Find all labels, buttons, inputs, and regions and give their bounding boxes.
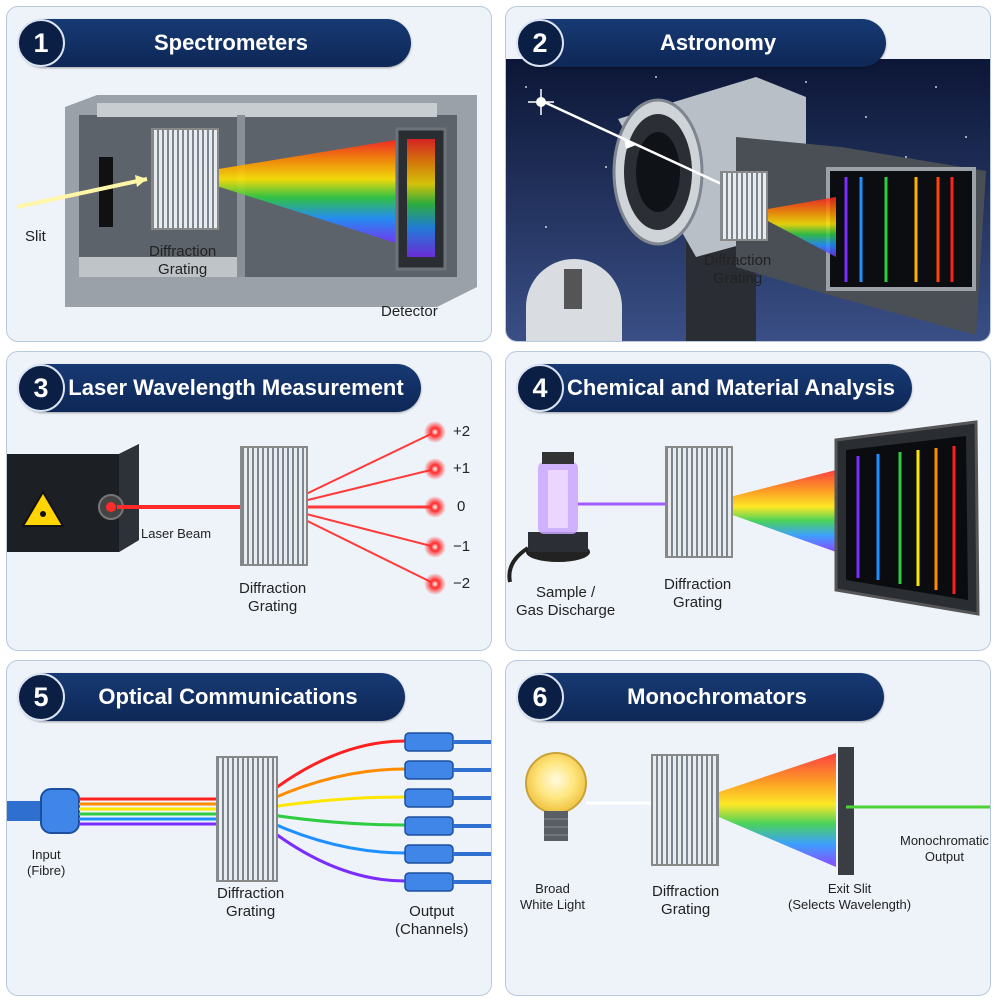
dispersed-spectrum (182, 139, 402, 245)
panel-optical-communications: 5 Optical Communications Input (Fibre) D… (6, 660, 492, 996)
telescope-illustration (506, 59, 990, 341)
diffraction-grating (151, 128, 219, 230)
spectrograph-display (826, 167, 976, 291)
diffraction-grating (240, 446, 308, 566)
slit-label: Slit (25, 228, 46, 245)
panel-title: Astronomy (659, 30, 777, 55)
output-label: Output (Channels) (395, 903, 469, 938)
diffraction-grating (665, 446, 733, 558)
grating-label: Diffraction Grating (652, 883, 720, 918)
panel-number: 5 (17, 673, 65, 721)
gas-discharge-tube (507, 452, 590, 583)
slit-opening (99, 157, 113, 227)
grating-label: Diffraction Grating (149, 243, 217, 278)
order-label: +1 (453, 460, 471, 477)
panel-number: 6 (516, 673, 564, 721)
panel-title: Optical Communications (98, 684, 358, 709)
panel-title: Spectrometers (153, 30, 309, 55)
order-label: +2 (453, 423, 471, 440)
panel-title-bar: 2 Astronomy (516, 19, 886, 67)
light-bulb-icon (525, 752, 587, 841)
panel-title: Chemical and Material Analysis (566, 375, 896, 400)
order-spot (424, 536, 446, 558)
panel-number: 3 (17, 364, 65, 412)
diffraction-grating (216, 756, 278, 882)
order-label: −2 (453, 575, 471, 592)
panel-title: Monochromators (627, 684, 807, 709)
dispersed-spectrum (686, 753, 836, 867)
panel-monochromators: 6 Monochromators Broad White Light Diffr… (505, 660, 991, 996)
incoming-light-beam (16, 177, 148, 209)
source-label: Broad White Light (520, 881, 586, 912)
optical-comms-illustration (7, 732, 491, 892)
sample-label: Sample / Gas Discharge (516, 584, 616, 619)
grating-label: Diffraction Grating (704, 252, 772, 287)
panel-title-bar: 4 Chemical and Material Analysis (516, 364, 912, 412)
panel-title-bar: 3 Laser Wavelength Measurement (17, 364, 421, 412)
chemical-analysis-illustration (507, 420, 980, 616)
panel-laser-wavelength: 3 Laser Wavelength Measurement Laser Bea… (6, 351, 492, 651)
panel-title-bar: 1 Spectrometers (17, 19, 411, 67)
grating-label: Diffraction Grating (239, 580, 307, 615)
panel-number: 2 (516, 19, 564, 67)
output-connectors (404, 732, 454, 892)
spectrometer-illustration (16, 95, 477, 307)
order-spot (424, 496, 446, 518)
order-spot (424, 458, 446, 480)
laser-warning-icon (21, 490, 65, 527)
exit-slit (838, 747, 854, 875)
panel-title: Laser Wavelength Measurement (68, 375, 404, 400)
order-spot (424, 573, 446, 595)
monochromator-illustration (525, 747, 990, 875)
panel-chemical-analysis: 4 Chemical and Material Analysis Sample … (505, 351, 991, 651)
star-icon (528, 89, 554, 115)
panel-spectrometers: 1 Spectrometers Slit Diffraction Grating… (6, 6, 492, 342)
laser-illustration (7, 421, 446, 595)
panel-astronomy: 2 Astronomy Diffraction Grating (505, 6, 991, 342)
panel-title-bar: 5 Optical Communications (17, 673, 405, 721)
starlight-beam (543, 100, 742, 195)
panel-number: 1 (17, 19, 65, 67)
grating-label: Diffraction Grating (217, 885, 285, 920)
panel-number: 4 (516, 364, 564, 412)
panel-title-bar: 6 Monochromators (516, 673, 884, 721)
input-label: Input (Fibre) (27, 847, 66, 878)
exit-slit-label: Exit Slit (Selects Wavelength) (788, 881, 912, 912)
diffraction-grating (720, 171, 768, 241)
diffraction-grating (651, 754, 719, 866)
order-label: −1 (453, 538, 471, 555)
order-spot (424, 421, 446, 443)
detector-label: Detector (381, 303, 438, 320)
output-label: Monochromatic Output (900, 833, 989, 864)
laser-beam-label: Laser Beam (141, 526, 212, 541)
order-label: 0 (457, 498, 466, 515)
grating-label: Diffraction Grating (664, 576, 732, 611)
